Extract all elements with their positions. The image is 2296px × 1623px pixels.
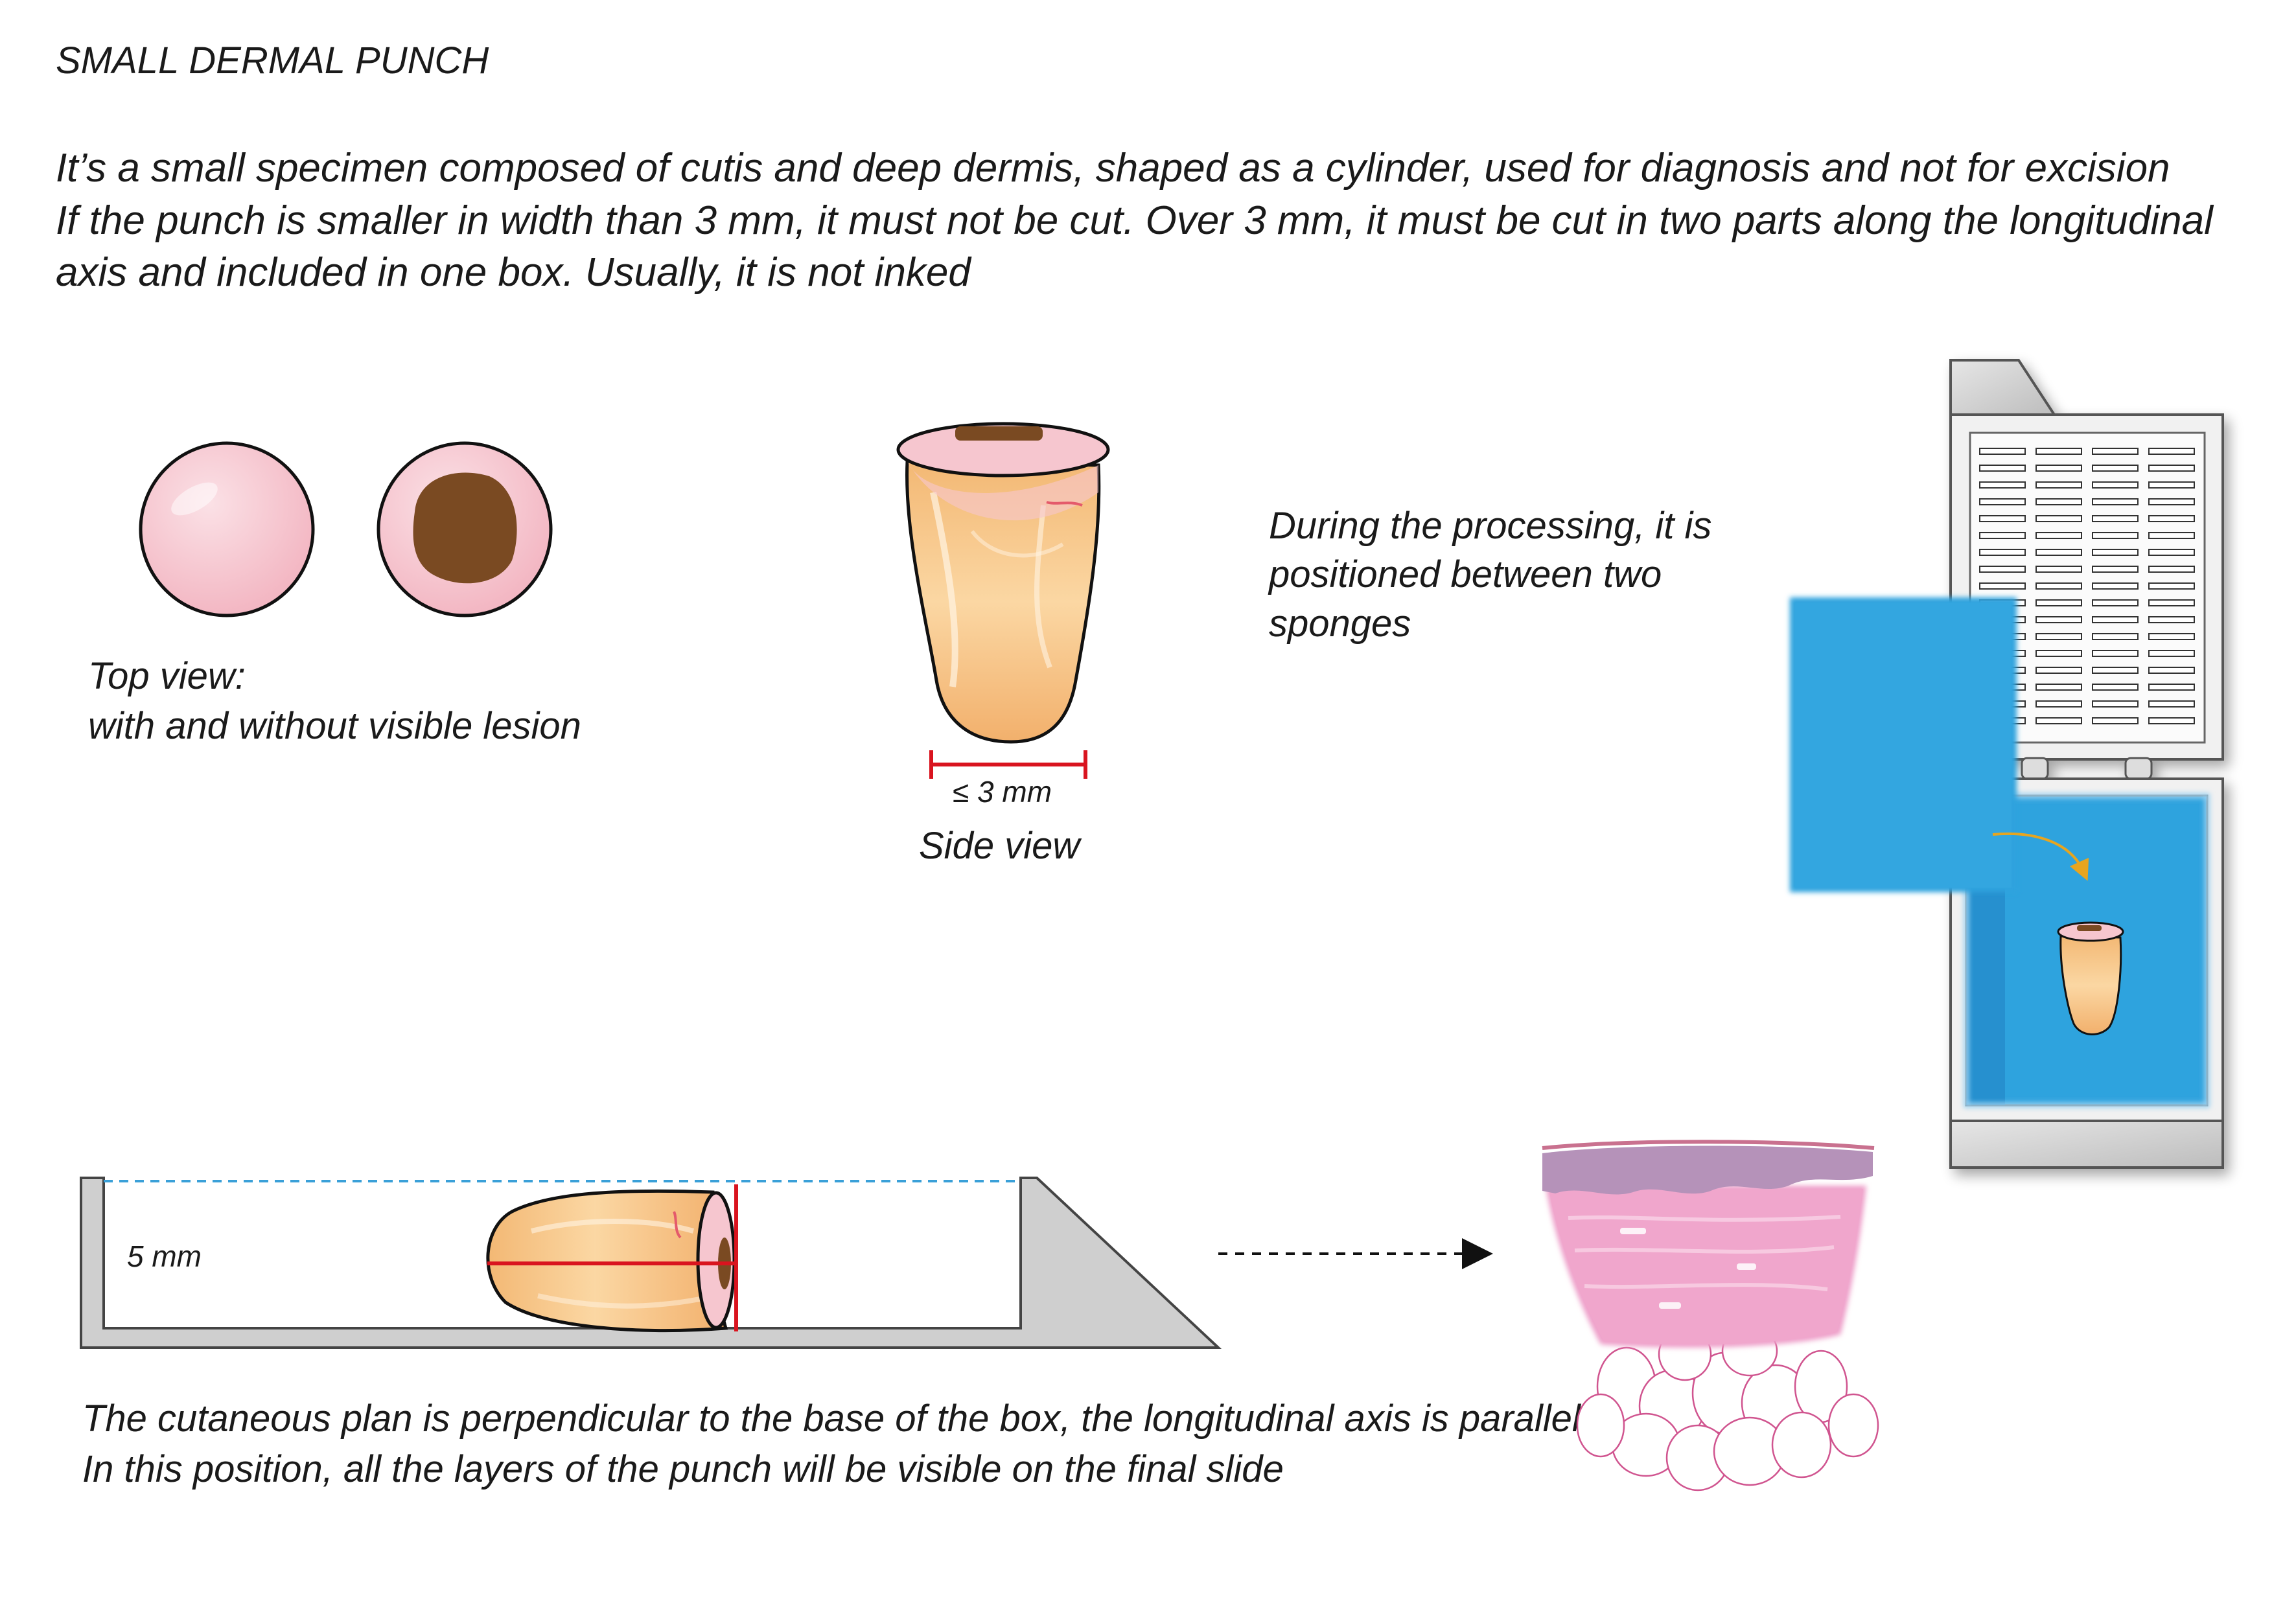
cassette-slot (2092, 700, 2139, 708)
cassette-slot (2148, 616, 2195, 623)
intro-line-3: axis and included in one box. Usually, i… (56, 250, 971, 295)
cassette-slot (2035, 498, 2082, 505)
cassette-slot (2092, 515, 2139, 522)
cassette-slot (2148, 667, 2195, 674)
cassette-slot (2148, 515, 2195, 522)
top-view-caption: Top view: (88, 655, 246, 697)
cassette-slot (2092, 650, 2139, 657)
intro-line-1: It’s a small specimen composed of cutis … (56, 146, 2170, 190)
cassette-slot (2035, 700, 2082, 708)
processing-line-3: sponges (1269, 603, 1411, 645)
cassette-slot (1979, 448, 2026, 455)
cassette-slot (2148, 566, 2195, 573)
cassette-slot (2148, 633, 2195, 640)
cassette-slot (2035, 532, 2082, 539)
cassette-slot (2035, 717, 2082, 724)
cassette-slot (2148, 700, 2195, 708)
cassette-slot (2092, 684, 2139, 691)
cassette-slot (2092, 717, 2139, 724)
embedding-box (80, 1177, 1222, 1349)
cassette-slot (2148, 599, 2195, 606)
cassette-slot (2035, 616, 2082, 623)
cassette-slot (2092, 549, 2139, 556)
page-title: SMALL DERMAL PUNCH (56, 40, 489, 82)
histology-section (1542, 1140, 1879, 1491)
horizontal-punch (486, 1184, 738, 1333)
placement-arrow (1992, 832, 2089, 881)
top-view-subcaption: with and without visible lesion (88, 705, 581, 747)
cassette-slot (2035, 582, 2082, 590)
cassette-slot (2092, 599, 2139, 606)
bottom-line-1: The cutaneous plan is perpendicular to t… (82, 1398, 1581, 1440)
cassette-slot (2092, 566, 2139, 573)
cassette-slot (2035, 515, 2082, 522)
cassette-slot (2148, 684, 2195, 691)
cassette-slot (2035, 650, 2082, 657)
cassette-slot (2148, 448, 2195, 455)
cassette-slot (2092, 498, 2139, 505)
cassette-slot (2092, 582, 2139, 590)
cassette-slot (2092, 616, 2139, 623)
cassette-slot (2092, 481, 2139, 489)
cassette-slot (2148, 717, 2195, 724)
cassette-slot (1979, 465, 2026, 472)
cassette-slot (2092, 633, 2139, 640)
cassette-slot (2035, 667, 2082, 674)
cassette-slot (2148, 532, 2195, 539)
cassette-slot (1979, 549, 2026, 556)
side-view-caption: Side view (919, 825, 1080, 867)
width-measure-bar (929, 750, 1087, 779)
cassette-slot (2035, 481, 2082, 489)
cassette-slot (2148, 549, 2195, 556)
cassette-slot (2148, 650, 2195, 657)
cassette-slot (2092, 465, 2139, 472)
cassette-slot (2035, 684, 2082, 691)
cassette-slot (1979, 532, 2026, 539)
cassette-slot (1979, 498, 2026, 505)
cassette-slot (1979, 481, 2026, 489)
cassette-slot (2092, 667, 2139, 674)
width-measure-label: ≤ 3 mm (953, 775, 1052, 809)
cassette-slot (2092, 532, 2139, 539)
cassette-slot (2148, 498, 2195, 505)
intro-line-2: If the punch is smaller in width than 3 … (56, 198, 2213, 243)
bottom-line-2: In this position, all the layers of the … (82, 1448, 1284, 1490)
cassette-slot (2035, 599, 2082, 606)
cassette-slot (1979, 566, 2026, 573)
processing-line-1: During the processing, it is (1269, 505, 1712, 547)
cassette-slot (1979, 582, 2026, 590)
cassette-slot (2148, 465, 2195, 472)
cassette-slot (2148, 481, 2195, 489)
sponge (1790, 597, 2017, 892)
processing-line-2: positioned between two (1269, 553, 1662, 595)
cassette-slot (2035, 566, 2082, 573)
top-view-without-lesion (139, 441, 315, 617)
cassette-slot (2148, 582, 2195, 590)
cassette-slot (2092, 448, 2139, 455)
box-depth-label: 5 mm (127, 1239, 202, 1273)
top-view-with-lesion (377, 441, 553, 617)
punch-in-cassette (2057, 921, 2124, 1035)
cassette-slot (1979, 515, 2026, 522)
cassette-slot (2035, 633, 2082, 640)
cassette-slot (2035, 465, 2082, 472)
cassette-slot (2035, 549, 2082, 556)
cassette-slot (2035, 448, 2082, 455)
side-view-punch (896, 422, 1110, 744)
